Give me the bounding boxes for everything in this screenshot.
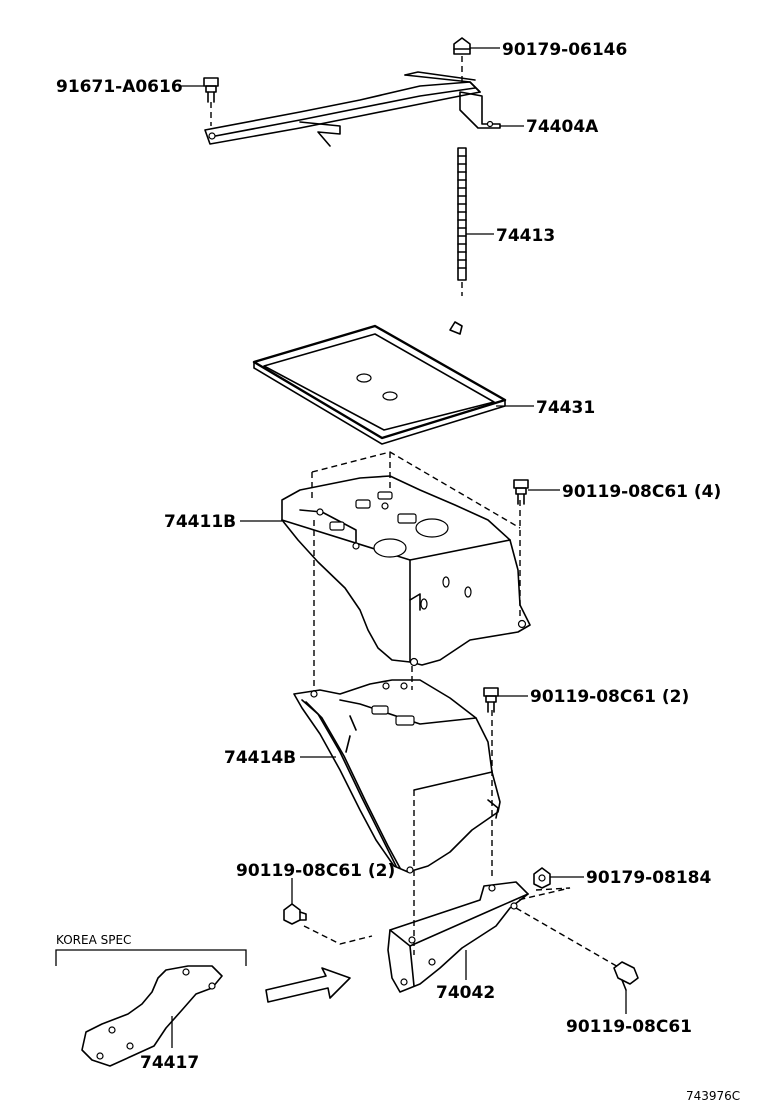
callout-rod: 74413 xyxy=(496,226,555,246)
callout-bolt-top-left: 91671-A0616 xyxy=(56,77,183,97)
bolt-90119-2-left-icon xyxy=(283,903,373,945)
battery-clamp-part xyxy=(204,71,501,147)
nut-90179-06146-icon xyxy=(453,37,471,84)
battery-carrier-upper-part xyxy=(281,451,531,667)
bolt-90119-2-right-icon xyxy=(483,687,499,713)
callout-bolt-4: 90119-08C61 (4) xyxy=(562,482,721,502)
nut-90179-08184-icon xyxy=(517,867,571,901)
korea-spec-group xyxy=(55,949,247,1067)
callout-tray: 74431 xyxy=(536,398,595,418)
direction-arrow-icon xyxy=(265,967,351,1003)
callout-bracket: 74042 xyxy=(436,983,495,1003)
callout-bolt-2-right: 90119-08C61 (2) xyxy=(530,687,689,707)
bolt-90119-4-icon xyxy=(513,479,529,505)
hold-down-rod-part xyxy=(449,147,467,335)
callout-bolt-2-left: 90119-08C61 (2) xyxy=(236,861,395,881)
callout-nut-bracket: 90179-08184 xyxy=(586,868,712,888)
callout-clamp: 74404A xyxy=(526,117,599,137)
bolt-91671-icon xyxy=(203,77,219,126)
battery-tray-part xyxy=(252,324,507,445)
diagram-code: 743976C xyxy=(686,1089,740,1103)
korea-spec-label: KOREA SPEC xyxy=(56,933,131,947)
callout-carrier-upper: 74411B xyxy=(164,512,236,532)
callout-bolt-bracket: 90119-08C61 xyxy=(566,1017,692,1037)
bracket-74042-part xyxy=(387,881,621,993)
battery-carrier-lower-part xyxy=(293,679,501,955)
callout-korea-plate: 74417 xyxy=(140,1053,199,1073)
bolt-90119-bottom-icon xyxy=(613,961,639,991)
callout-nut-top: 90179-06146 xyxy=(502,40,627,60)
callout-carrier-lower: 74414B xyxy=(224,748,296,768)
